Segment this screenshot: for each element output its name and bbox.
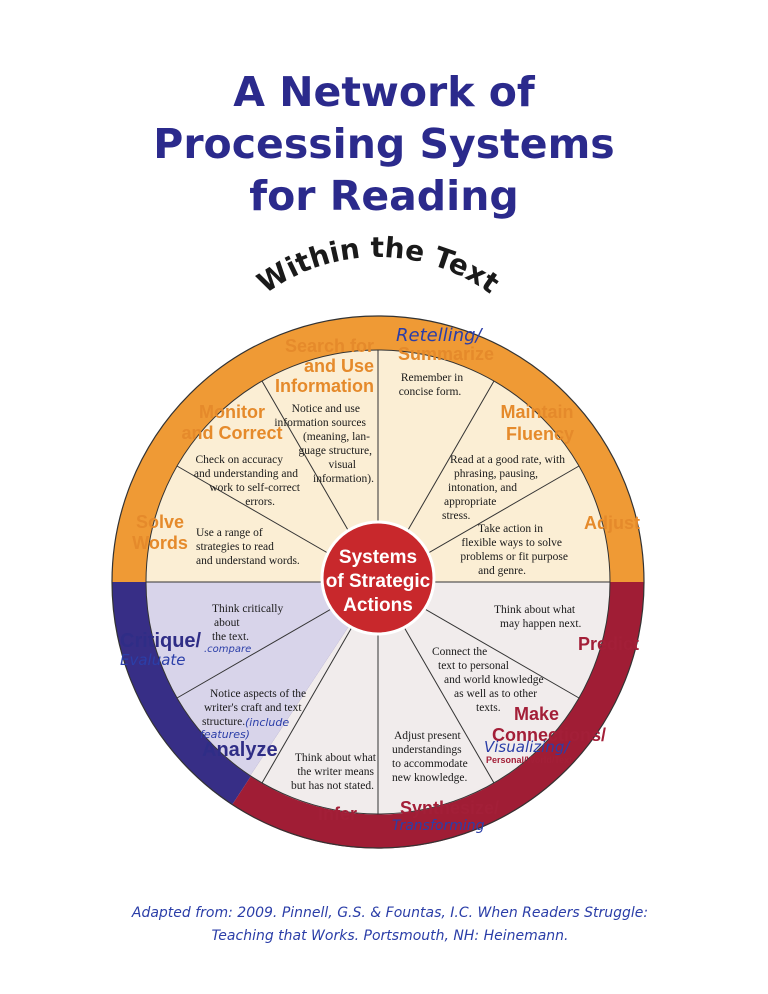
center-circle: [320, 520, 436, 636]
citation-line-2: Teaching that Works. Portsmouth, NH: Hei…: [211, 928, 569, 944]
svg-text:text to personal: text to personal: [438, 660, 509, 672]
svg-text:flexible ways to solve: flexible ways to solve: [461, 537, 562, 549]
svg-text:Take action in: Take action in: [478, 523, 543, 535]
beyond-section: [250, 582, 611, 815]
svg-text:problems or fit purpose: problems or fit purpose: [460, 551, 568, 563]
page-title-line-2: Processing Systems: [153, 120, 615, 168]
svg-text:.compare: .compare: [204, 644, 251, 655]
svg-text:as well as to other: as well as to other: [454, 688, 537, 700]
sector-summarize: Retelling/ Summarize Remember in concise…: [396, 325, 494, 398]
svg-text:Fluency: Fluency: [506, 424, 574, 444]
wheel-inner-outline: [145, 349, 611, 815]
sector-monitor: Monitor and Correct Check on accuracy an…: [181, 402, 300, 508]
sector-synthesize: Adjust present understandings to accommo…: [392, 730, 499, 834]
svg-text:Search for: Search for: [285, 336, 374, 356]
svg-text:Think critically: Think critically: [212, 603, 283, 615]
svg-text:stress.: stress.: [442, 510, 471, 522]
svg-text:Words: Words: [132, 533, 188, 553]
svg-text:work to self-correct: work to self-correct: [209, 482, 300, 494]
svg-text:texts.: texts.: [476, 702, 501, 714]
sector-critique: Think critically about the text. Critiqu…: [120, 603, 283, 669]
wheel-outline: [111, 315, 645, 849]
svg-text:to accommodate: to accommodate: [392, 758, 468, 770]
svg-text:Retelling/: Retelling/: [396, 325, 484, 346]
svg-text:Synthesize/: Synthesize/: [400, 798, 499, 818]
svg-text:about: about: [214, 617, 240, 629]
svg-text:strategies to read: strategies to read: [196, 541, 274, 553]
citation-line-1: Adapted from: 2009. Pinnell, G.S. & Foun…: [131, 905, 649, 921]
svg-text:and genre.: and genre.: [478, 565, 526, 577]
svg-text:and world knowledge: and world knowledge: [444, 674, 544, 686]
svg-text:Actions: Actions: [343, 595, 413, 616]
svg-text:new knowledge.: new knowledge.: [392, 772, 467, 784]
svg-text:may happen next.: may happen next.: [500, 618, 582, 630]
svg-text:information sources: information sources: [274, 417, 366, 429]
svg-text:but has not stated.: but has not stated.: [291, 780, 374, 792]
svg-text:Transforming: Transforming: [392, 818, 485, 834]
svg-text:structure.: structure.: [202, 716, 245, 728]
svg-text:Adjust: Adjust: [584, 513, 640, 533]
svg-text:of Strategic: of Strategic: [326, 571, 431, 592]
page-title-line-3: for Reading: [249, 172, 519, 220]
svg-text:Notice aspects of the: Notice aspects of the: [210, 688, 306, 700]
svg-text:concise form.: concise form.: [399, 386, 462, 398]
svg-text:Analyze: Analyze: [202, 739, 278, 761]
sector-predict: Think about what may happen next. Predic…: [494, 604, 639, 654]
page-title-line-1: A Network of: [233, 68, 535, 116]
sector-infer: Think about what the writer means but ha…: [291, 752, 377, 824]
svg-text:appropriate: appropriate: [444, 496, 496, 508]
sector-fluency: Maintain Fluency Read at a good rate, wi…: [442, 402, 574, 522]
svg-text:visual: visual: [329, 459, 356, 471]
svg-text:information).: information).: [313, 473, 374, 485]
svg-text:features): features): [200, 728, 250, 741]
svg-text:and understanding and: and understanding and: [194, 468, 298, 480]
svg-text:Adjust present: Adjust present: [394, 730, 462, 742]
svg-text:Remember in: Remember in: [401, 372, 464, 384]
svg-text:Solve: Solve: [136, 512, 184, 532]
svg-text:Check on accuracy: Check on accuracy: [196, 454, 284, 466]
svg-text:intonation, and: intonation, and: [448, 482, 517, 494]
svg-text:and Use: and Use: [304, 356, 374, 376]
svg-text:Think about what: Think about what: [295, 752, 377, 764]
sector-solve: Solve Words Use a range of strategies to…: [132, 512, 300, 567]
svg-text:Critique/: Critique/: [120, 630, 202, 652]
center-label: Systems of Strategic Actions: [326, 547, 431, 616]
svg-text:(include: (include: [245, 716, 289, 729]
svg-text:Make: Make: [514, 704, 559, 724]
svg-text:and understand words.: and understand words.: [196, 555, 300, 567]
svg-text:Connections/: Connections/: [492, 725, 606, 745]
svg-text:Use a range of: Use a range of: [196, 527, 263, 539]
svg-text:the writer means: the writer means: [297, 766, 374, 778]
svg-text:Think about what: Think about what: [494, 604, 576, 616]
svg-text:Infer: Infer: [318, 804, 357, 824]
sector-analyze: Notice aspects of the writer's craft and…: [200, 688, 306, 761]
svg-text:phrasing, pausing,: phrasing, pausing,: [454, 468, 538, 480]
svg-text:(meaning, lan-: (meaning, lan-: [303, 431, 370, 443]
svg-text:Predict: Predict: [578, 634, 639, 654]
about-section: [145, 582, 378, 776]
svg-text:guage structure,: guage structure,: [299, 445, 373, 457]
svg-text:Connect the: Connect the: [432, 646, 487, 658]
svg-text:Systems: Systems: [339, 547, 417, 568]
svg-text:understandings: understandings: [392, 744, 462, 756]
sector-adjust: Adjust Take action in flexible ways to s…: [460, 513, 640, 577]
svg-text:Summarize: Summarize: [398, 344, 494, 364]
sector-connections: Connect the text to personal and world k…: [432, 646, 606, 765]
svg-text:Personal/World/Text: Personal/World/Text: [486, 755, 572, 765]
svg-text:errors.: errors.: [245, 496, 275, 508]
svg-text:the text.: the text.: [212, 631, 249, 643]
svg-text:Evaluate: Evaluate: [120, 651, 186, 669]
svg-text:Information: Information: [275, 376, 374, 396]
svg-text:Visualizing/: Visualizing/: [484, 738, 571, 756]
svg-text:Notice and use: Notice and use: [292, 403, 360, 415]
svg-text:Read at a good rate, with: Read at a good rate, with: [450, 454, 565, 466]
svg-text:Monitor: Monitor: [199, 402, 265, 422]
sector-search: Search for and Use Information Notice an…: [274, 336, 374, 485]
svg-text:and Correct: and Correct: [181, 423, 282, 443]
svg-text:Maintain: Maintain: [500, 402, 573, 422]
within-band-label: Within the Text: [251, 231, 505, 300]
svg-text:writer's craft and text: writer's craft and text: [204, 702, 302, 714]
